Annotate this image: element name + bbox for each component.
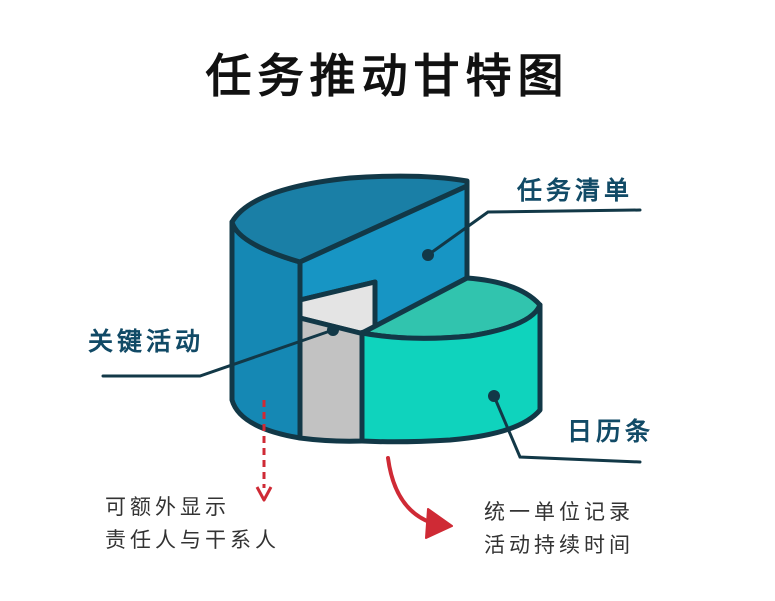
calendar-leader-line (492, 394, 642, 464)
duration-note-line2: 活动持续时间 (484, 533, 634, 557)
duration-note-line1: 统一单位记录 (484, 500, 634, 524)
key-activities-leader-line (101, 328, 335, 378)
responsible-note-line2: 责任人与干系人 (105, 528, 280, 552)
task-list-label: 任务清单 (517, 176, 634, 205)
duration-note: 统一单位记录 活动持续时间 (484, 496, 634, 562)
calendar-label: 日历条 (567, 417, 655, 446)
responsible-note: 可额外显示 责任人与干系人 (105, 491, 280, 557)
task-list-dot (422, 249, 434, 261)
blue-segment-top (229, 173, 470, 265)
dashed-down-arrow-head (255, 486, 273, 502)
curved-arrow-line (386, 456, 434, 525)
responsible-note-line1: 可额外显示 (105, 495, 230, 519)
curved-arrow-head (425, 508, 453, 539)
key-activities-label: 关键活动 (88, 327, 205, 356)
page-title: 任务推动甘特图 (205, 49, 570, 103)
key-activities-dot (327, 324, 339, 336)
teal-segment-side (359, 302, 543, 445)
calendar-dot (488, 390, 500, 402)
task-list-leader-line (426, 208, 642, 257)
